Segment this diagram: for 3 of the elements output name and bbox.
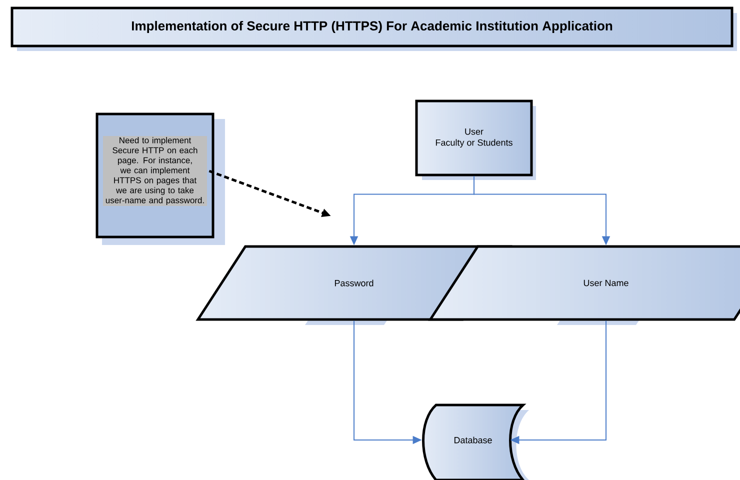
note-box: Need to implement Secure HTTP on each page. For instance, we can implement HTTPS on pages that we are using to take user-name and password. bbox=[96, 112, 225, 245]
title-banner: Implementation of Secure HTTP (HTTPS) For Academic Institution Application bbox=[10, 6, 737, 51]
process-box: User Faculty or Students bbox=[415, 100, 536, 180]
